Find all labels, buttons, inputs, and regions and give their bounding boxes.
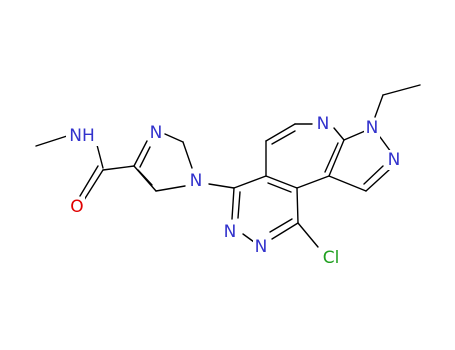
bond-ethyl-ch2-ch3	[382, 84, 421, 96]
pyridazine-n2-label: N	[253, 237, 269, 257]
bond-pyr-n2-c3	[365, 169, 390, 192]
bonds	[35, 84, 421, 248]
imidazole-n1-text: N	[190, 171, 203, 191]
atom-labels: NH O N N N N N N	[66, 114, 402, 268]
bond-c10-cl	[297, 222, 319, 248]
bond-py-c4-c3-double	[271, 130, 296, 145]
bond-py-c9b-c10a	[296, 175, 330, 189]
oxygen-atom-text: O	[70, 197, 83, 217]
bond-imid-c5-c4-double	[137, 169, 153, 186]
pyridine-n-text: N	[317, 114, 330, 134]
oxygen-label: O	[69, 197, 85, 217]
bond-py-c4-c3	[265, 123, 296, 142]
bond-pyr-n1-n2	[379, 136, 392, 153]
imidazole-n3-label: N	[148, 123, 164, 143]
imidazole-n3-text: N	[150, 123, 163, 143]
nh-label: NH	[66, 126, 98, 146]
bond-pz-c10-n	[271, 222, 299, 240]
bond-carbonyl-o	[83, 169, 104, 201]
bond-imid-c4-n3-double	[139, 146, 151, 168]
bond-imid-c2-n1	[182, 141, 193, 169]
chlorine-atom-text: Cl	[323, 248, 340, 268]
bond-imid-n1-c5	[155, 185, 186, 192]
bond-pz-c10a-c10	[296, 187, 299, 224]
bond-pyr-n2-c3-double	[363, 165, 384, 185]
bond-pz-c10-n-double	[269, 218, 293, 233]
pyridazine-n2-text: N	[255, 237, 268, 257]
nh-atom-text: NH	[69, 126, 95, 146]
bond-imid-n-pyridazine	[208, 183, 235, 189]
bond-py-c9a-c9b-double	[324, 142, 339, 173]
pyrazole-n2-text: N	[388, 150, 401, 170]
bond-imid-c4-n3	[133, 140, 148, 167]
pyrazole-n1-label: N	[364, 118, 380, 138]
bond-pz-n-n	[242, 233, 255, 243]
bond-pyr-c3-c9b	[328, 175, 367, 192]
bond-pz-c4a-c10a-inner	[267, 182, 292, 193]
bond-n-ethyl-ch2	[374, 94, 384, 118]
bond-imid-n3-c2	[164, 133, 184, 143]
bond-pz-c4a-c10a	[265, 175, 298, 189]
pyrazole-n2-label: N	[386, 150, 402, 170]
bond-carbonyl-imidazole	[102, 165, 135, 171]
pyridazine-n1-text: N	[224, 222, 237, 242]
pyridazine-n1-label: N	[222, 222, 238, 242]
bond-methyl-n	[35, 135, 68, 147]
bond-pz-n-c5-double	[237, 191, 241, 219]
bond-py-c9a-c9b	[328, 139, 345, 177]
pyridine-n-label: N	[315, 114, 331, 134]
pyrazole-n1-text: N	[366, 118, 379, 138]
bond-carbonyl-o-double	[79, 165, 99, 197]
bond-n-carbonyl	[96, 144, 104, 169]
chlorine-label: Cl	[318, 248, 344, 268]
bond-pyr-c9a-n1	[343, 130, 366, 141]
imidazole-n1-label: N	[188, 171, 204, 191]
bond-pz-n-c5	[231, 187, 235, 220]
bond-pz-c5-c4a	[233, 175, 267, 189]
bond-py-n-c9a	[333, 127, 345, 141]
